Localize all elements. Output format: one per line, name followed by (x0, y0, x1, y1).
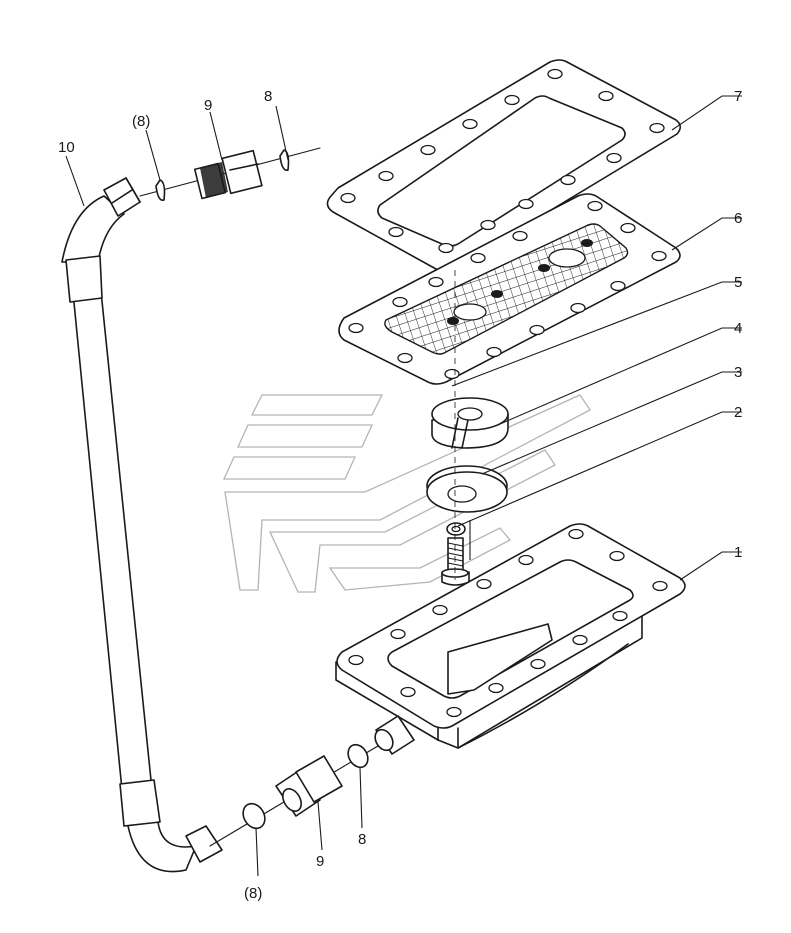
callout-8-bottom-paren: (8) (244, 885, 262, 902)
part-5-magnet-ring (431, 397, 509, 449)
part-4-washer (426, 465, 508, 513)
leader-lines (65, 95, 742, 877)
callout-2: 2 (734, 404, 742, 421)
bottom-fittings (185, 715, 415, 863)
callout-7: 7 (734, 88, 742, 105)
part-7-gasket-frame (326, 59, 682, 273)
part-7-bolt-holes (340, 68, 665, 254)
callout-8-bottom: 8 (358, 831, 366, 848)
part-6-rivets (447, 239, 593, 325)
top-fittings (103, 147, 321, 217)
callout-8-top-paren: (8) (132, 113, 150, 130)
part-3-lock-washer (446, 522, 466, 536)
part-6-filter-screen (338, 193, 681, 385)
part-1-housing (335, 523, 686, 749)
callout-8-top: 8 (264, 88, 272, 105)
callout-10: 10 (58, 139, 75, 156)
callout-4: 4 (734, 320, 742, 337)
callout-6: 6 (734, 210, 742, 227)
part-1-bolt-holes (348, 528, 668, 718)
callout-labels: 7 6 5 4 3 2 1 8 (8) 9 10 8 9 (8) (58, 88, 742, 902)
callout-5: 5 (734, 274, 742, 291)
callout-9-top: 9 (204, 97, 212, 114)
callout-1: 1 (734, 544, 742, 561)
callout-3: 3 (734, 364, 742, 381)
part-10-hose (61, 195, 197, 873)
part-6-bolt-holes (348, 200, 667, 380)
callout-9-bottom: 9 (316, 853, 324, 870)
